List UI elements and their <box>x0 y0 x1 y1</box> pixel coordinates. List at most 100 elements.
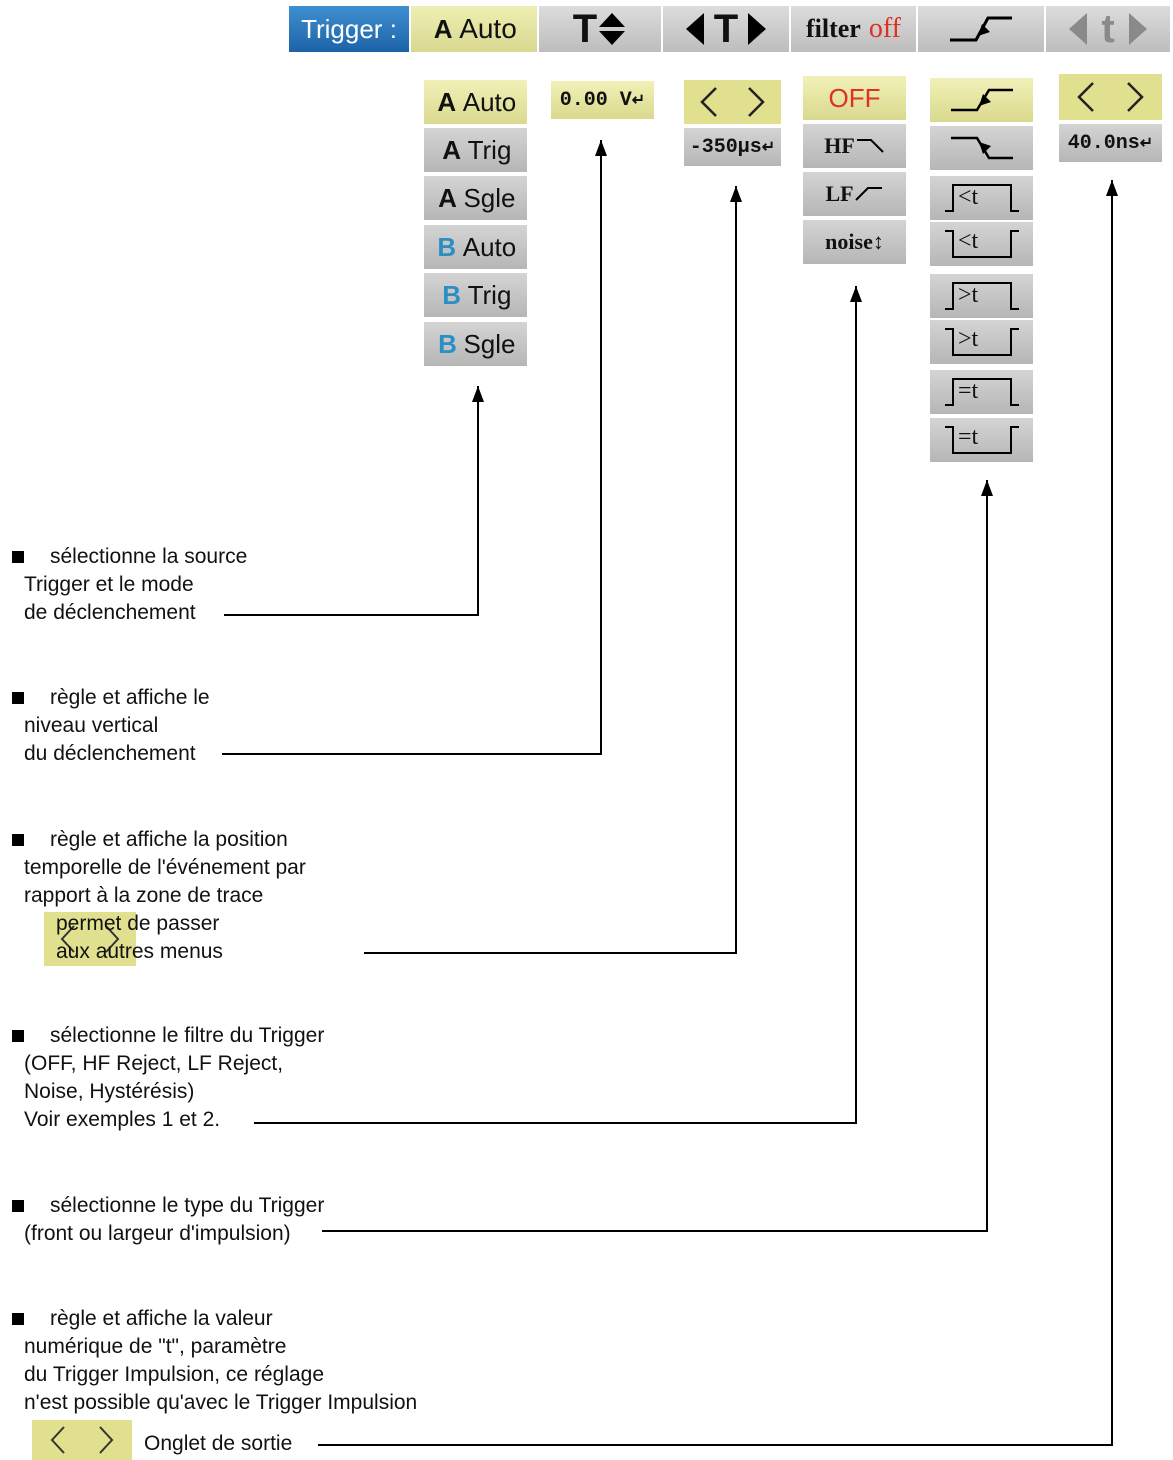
position-value-text: -350µs <box>689 135 762 159</box>
exit-tab-sample <box>32 1420 132 1460</box>
trigger-mode-tab[interactable]: A Auto <box>411 6 539 52</box>
pulse-condition-label: <t <box>958 184 979 210</box>
exit-tab-label: Onglet de sortie <box>144 1432 293 1455</box>
description-position: règle et affiche la position temporelle … <box>12 826 306 966</box>
chevron-right-icon <box>105 925 120 953</box>
filter-item-lf[interactable]: LF <box>803 172 906 218</box>
trigger-level-tab[interactable]: T <box>539 6 663 52</box>
callout-t-value <box>318 180 1113 1446</box>
type-item-pulse-lt-neg[interactable]: <t <box>930 222 1033 268</box>
menu-item-b-trig[interactable]: B Trig <box>424 273 527 319</box>
chevron-left-icon <box>700 87 718 117</box>
bullet-icon <box>12 551 24 563</box>
chevron-left-icon <box>50 1426 65 1454</box>
trigger-title-label: Trigger : <box>301 13 397 44</box>
trigger-position-value[interactable]: -350µs ↵ <box>684 128 781 168</box>
menu-item-label: Auto <box>462 231 517 262</box>
pulse-positive-icon <box>944 378 1019 406</box>
menu-item-label: Sgle <box>463 328 516 359</box>
menu-item-label: Trig <box>467 134 512 165</box>
callout-filter <box>254 286 857 1124</box>
pulse-condition-label: =t <box>958 424 979 450</box>
desc-line: permet de passer <box>56 912 220 935</box>
type-item-pulse-gt-neg[interactable]: >t <box>930 320 1033 366</box>
trigger-t-tab[interactable]: t <box>1046 6 1170 52</box>
type-item-falling-edge[interactable] <box>930 126 1033 172</box>
position-nav-arrows[interactable] <box>684 80 781 124</box>
desc-line: sélectionne le filtre du Trigger <box>50 1024 325 1047</box>
trigger-position-label: T <box>713 6 739 51</box>
filter-off-label: OFF <box>828 82 881 113</box>
bullet-icon <box>12 1030 24 1042</box>
t-param-value[interactable]: 40.0ns ↵ <box>1059 124 1162 164</box>
right-arrow-icon <box>1128 13 1147 45</box>
rising-edge-icon <box>950 88 1013 112</box>
desc-line: Noise, Hystérésis) <box>24 1080 195 1103</box>
pulse-positive-icon <box>944 184 1019 212</box>
lf-reject-icon <box>854 187 882 201</box>
type-item-pulse-gt-pos[interactable]: >t <box>930 274 1033 320</box>
trigger-type-tab[interactable] <box>918 6 1046 52</box>
source-a-icon: A <box>438 183 457 213</box>
menu-item-a-trig[interactable]: A Trig <box>424 128 527 174</box>
menu-item-a-sgle[interactable]: A Sgle <box>424 176 527 222</box>
t-nav-arrows[interactable] <box>1059 74 1162 120</box>
trigger-mode-value: Auto <box>459 13 517 44</box>
trigger-level-value[interactable]: 0.00 V ↵ <box>551 81 654 121</box>
desc-line: n'est possible qu'avec le Trigger Impuls… <box>24 1391 418 1414</box>
desc-line: sélectionne la source <box>50 545 248 568</box>
source-a-icon: A <box>442 135 461 165</box>
falling-edge-icon <box>950 136 1013 160</box>
rising-edge-icon <box>950 16 1012 42</box>
trigger-menu-title: Trigger : <box>289 6 411 52</box>
bullet-icon <box>12 1200 24 1212</box>
t-value-text: 40.0ns <box>1067 131 1140 155</box>
filter-item-off[interactable]: OFF <box>803 76 906 122</box>
pulse-negative-icon <box>944 230 1019 258</box>
source-a-icon: A <box>437 87 457 117</box>
callout-source <box>224 386 479 616</box>
description-source: sélectionne la source Trigger et le mode… <box>12 543 248 627</box>
bullet-icon <box>12 692 24 704</box>
nav-arrows-sample <box>44 912 136 966</box>
desc-line: numérique de "t", paramètre <box>24 1335 287 1358</box>
desc-line: sélectionne le type du Trigger <box>50 1194 325 1217</box>
right-arrow-icon <box>748 13 767 45</box>
chevron-right-icon <box>1127 82 1145 112</box>
desc-line: (OFF, HF Reject, LF Reject, <box>24 1052 284 1075</box>
filter-item-hf[interactable]: HF <box>803 124 906 170</box>
type-item-pulse-eq-neg[interactable]: =t <box>930 418 1033 464</box>
desc-line: Voir exemples 1 et 2. <box>24 1108 221 1131</box>
type-item-rising-edge[interactable] <box>930 78 1033 124</box>
pulse-negative-icon <box>944 426 1019 454</box>
description-type: sélectionne le type du Trigger (front ou… <box>12 1192 325 1248</box>
trigger-filter-tab[interactable]: filter off <box>791 6 918 52</box>
trigger-position-tab[interactable]: T <box>663 6 791 52</box>
desc-line: règle et affiche le <box>50 686 210 709</box>
menu-item-b-sgle[interactable]: B Sgle <box>424 322 527 368</box>
source-b-icon: B <box>437 232 457 262</box>
filter-hf-label: HF <box>824 133 855 158</box>
menu-item-b-auto[interactable]: B Auto <box>424 225 527 271</box>
t-param-label: t <box>1101 6 1115 51</box>
filter-item-noise[interactable]: noise ↕ <box>803 220 906 266</box>
desc-nav-hint: permet de passer aux autres menus <box>24 910 306 966</box>
callout-position <box>364 186 737 954</box>
enter-icon: ↵ <box>761 139 776 157</box>
left-arrow-icon <box>1069 13 1088 45</box>
type-item-pulse-eq-pos[interactable]: =t <box>930 370 1033 416</box>
enter-icon: ↵ <box>1139 135 1154 153</box>
desc-line: de déclenchement <box>24 601 196 624</box>
menu-item-label: Trig <box>467 279 512 310</box>
desc-line: Trigger et le mode <box>24 573 194 596</box>
menu-item-label: Auto <box>462 86 517 117</box>
bullet-icon <box>12 834 24 846</box>
menu-item-a-auto[interactable]: A Auto <box>424 80 527 126</box>
pulse-condition-label: =t <box>958 378 979 404</box>
filter-label: filter <box>806 14 861 43</box>
desc-line: niveau vertical <box>24 714 159 737</box>
type-item-pulse-lt-pos[interactable]: <t <box>930 176 1033 222</box>
chevron-left-icon <box>60 925 75 953</box>
source-a-icon: A <box>433 14 453 44</box>
